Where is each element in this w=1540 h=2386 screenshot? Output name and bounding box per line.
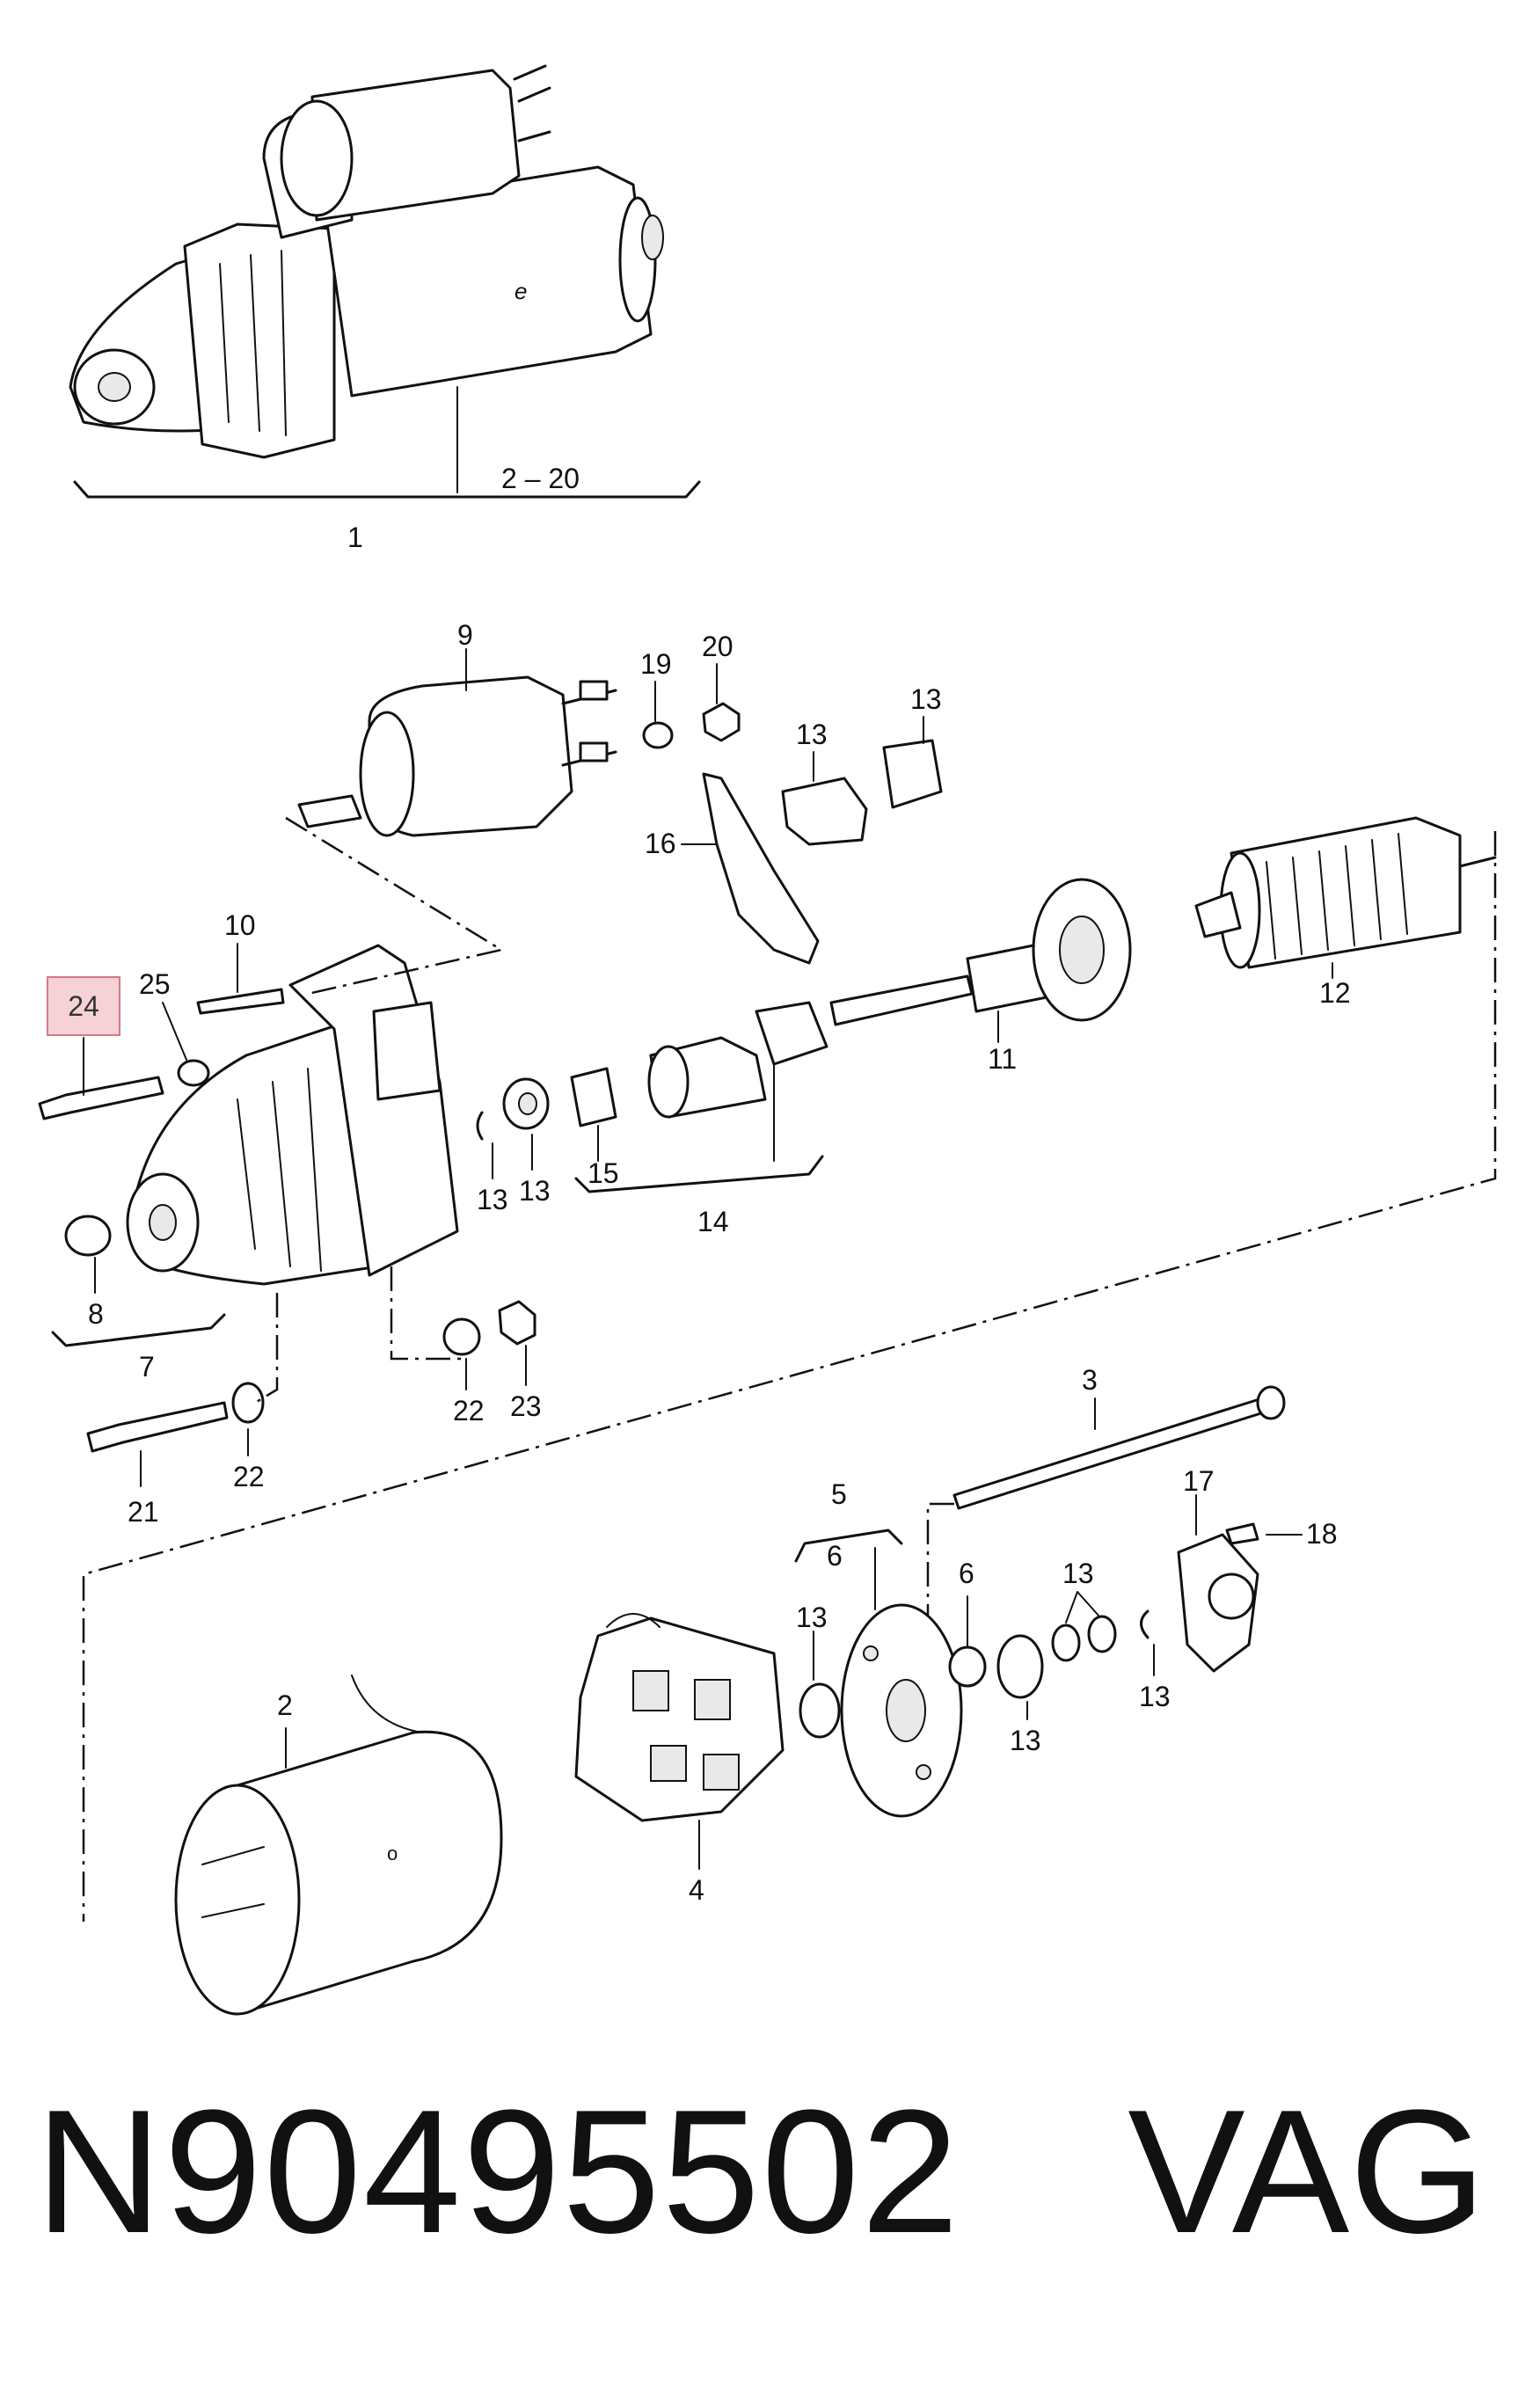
callout-17: 17 bbox=[1183, 1465, 1215, 1497]
washer-13a bbox=[1051, 1624, 1081, 1662]
callout-24-highlighted: 24 bbox=[68, 990, 99, 1022]
sleeve-15 bbox=[570, 1067, 617, 1127]
part-number: N90495502 bbox=[35, 2074, 961, 2270]
callout-13e: 13 bbox=[796, 1602, 828, 1633]
callout-20: 20 bbox=[702, 631, 734, 662]
bolt-24 bbox=[38, 1076, 164, 1120]
callout-21: 21 bbox=[128, 1496, 159, 1528]
callout-13g: 13 bbox=[1062, 1558, 1094, 1589]
nut-23 bbox=[498, 1300, 536, 1346]
callout-5: 5 bbox=[831, 1478, 847, 1510]
through-bolt-3 bbox=[952, 1397, 1268, 1510]
callout-10: 10 bbox=[224, 909, 256, 941]
screw-18 bbox=[1225, 1522, 1259, 1545]
brand-name: VAG bbox=[1128, 2074, 1486, 2270]
callout-13b: 13 bbox=[910, 683, 942, 715]
callout-6a: 6 bbox=[827, 1540, 843, 1572]
callout-6b: 6 bbox=[959, 1558, 974, 1589]
assembled-starter-illustration: e bbox=[69, 64, 664, 459]
armature-12 bbox=[1194, 816, 1497, 969]
washer-13b bbox=[1087, 1615, 1117, 1653]
callout-2-20: 2 – 20 bbox=[501, 463, 580, 494]
exploded-parts-diagram: e 2 – 20 1 9 19 20 13 13 16 12 bbox=[38, 64, 1497, 2016]
bolt-21 bbox=[86, 1401, 229, 1453]
shift-lever-16 bbox=[702, 772, 820, 965]
drive-shaft-11 bbox=[829, 878, 1132, 1026]
callout-9: 9 bbox=[457, 619, 473, 651]
callout-13f: 13 bbox=[1010, 1725, 1041, 1756]
washer-25 bbox=[177, 1059, 210, 1087]
callout-22a: 22 bbox=[453, 1395, 485, 1426]
callout-2: 2 bbox=[277, 1689, 293, 1721]
callout-13h: 13 bbox=[1139, 1681, 1171, 1712]
callout-8: 8 bbox=[88, 1298, 104, 1330]
shim-13 bbox=[996, 1634, 1044, 1699]
highlighted-callout-box bbox=[47, 976, 120, 1036]
callout-15: 15 bbox=[588, 1157, 619, 1189]
svg-text:o: o bbox=[387, 1842, 398, 1864]
pinion-drive-14 bbox=[647, 1001, 828, 1119]
callout-13a: 13 bbox=[796, 719, 828, 750]
callout-14: 14 bbox=[697, 1206, 729, 1237]
callout-3: 3 bbox=[1082, 1364, 1098, 1396]
callout-12: 12 bbox=[1319, 977, 1351, 1009]
svg-text:e: e bbox=[515, 278, 527, 304]
solenoid-9 bbox=[297, 675, 617, 837]
washer-22b bbox=[231, 1382, 265, 1424]
seal-13 bbox=[799, 1682, 841, 1739]
callout-4: 4 bbox=[689, 1874, 704, 1906]
brush-block-13 bbox=[882, 739, 943, 809]
bushing-6 bbox=[948, 1645, 987, 1688]
callout-25: 25 bbox=[139, 968, 171, 1000]
callout-19: 19 bbox=[640, 648, 672, 680]
brush-plate-4 bbox=[574, 1613, 785, 1822]
callout-22b: 22 bbox=[233, 1461, 265, 1492]
bracket-7 bbox=[51, 1313, 226, 1347]
commutator-end-plate bbox=[840, 1603, 963, 1818]
callout-11: 11 bbox=[988, 1043, 1017, 1075]
circlip-13b bbox=[1140, 1609, 1150, 1639]
drive-end-housing-7 bbox=[126, 944, 459, 1286]
bushing-8 bbox=[64, 1215, 112, 1257]
callout-23: 23 bbox=[510, 1390, 542, 1422]
circlip-13 bbox=[476, 1111, 484, 1141]
bracket-assembly-1 bbox=[73, 480, 701, 499]
bracket-5 bbox=[794, 1529, 903, 1563]
callout-16: 16 bbox=[645, 828, 676, 859]
center-line-upper bbox=[285, 816, 505, 996]
washer-22 bbox=[442, 1317, 481, 1356]
circlip-19 bbox=[642, 721, 674, 749]
callout-18: 18 bbox=[1306, 1518, 1338, 1550]
bracket-14 bbox=[574, 1155, 824, 1193]
bolt-10 bbox=[196, 988, 285, 1015]
callout-13c: 13 bbox=[477, 1184, 508, 1215]
nut-20 bbox=[702, 702, 741, 742]
yoke-housing-2 bbox=[174, 1675, 503, 2016]
center-line-lower bbox=[390, 1266, 462, 1361]
callout-7: 7 bbox=[139, 1351, 155, 1383]
center-line-right bbox=[82, 831, 1497, 1922]
callout-13d: 13 bbox=[519, 1175, 551, 1207]
footer: N90495502 VAG bbox=[35, 2071, 1513, 2273]
callout-1: 1 bbox=[347, 522, 363, 553]
brush-holder-13 bbox=[781, 777, 868, 846]
